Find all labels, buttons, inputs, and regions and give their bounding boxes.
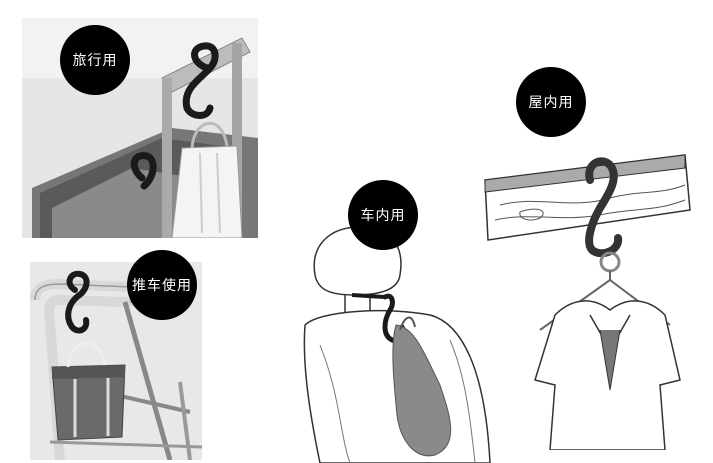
car-illustration: [303, 226, 491, 463]
indoor-badge: 屋内用: [516, 67, 586, 137]
indoor-illustration: [484, 154, 691, 450]
stroller-badge: 推车使用: [127, 250, 197, 320]
travel-scene: [22, 18, 258, 238]
travel-badge: 旅行用: [60, 25, 130, 95]
indoor-scene: [480, 150, 700, 450]
stroller-scene: [30, 262, 202, 460]
car-badge: 车内用: [348, 180, 418, 250]
stroller-illustration: [30, 262, 202, 460]
car-scene: [300, 215, 510, 463]
travel-illustration: [22, 18, 258, 238]
